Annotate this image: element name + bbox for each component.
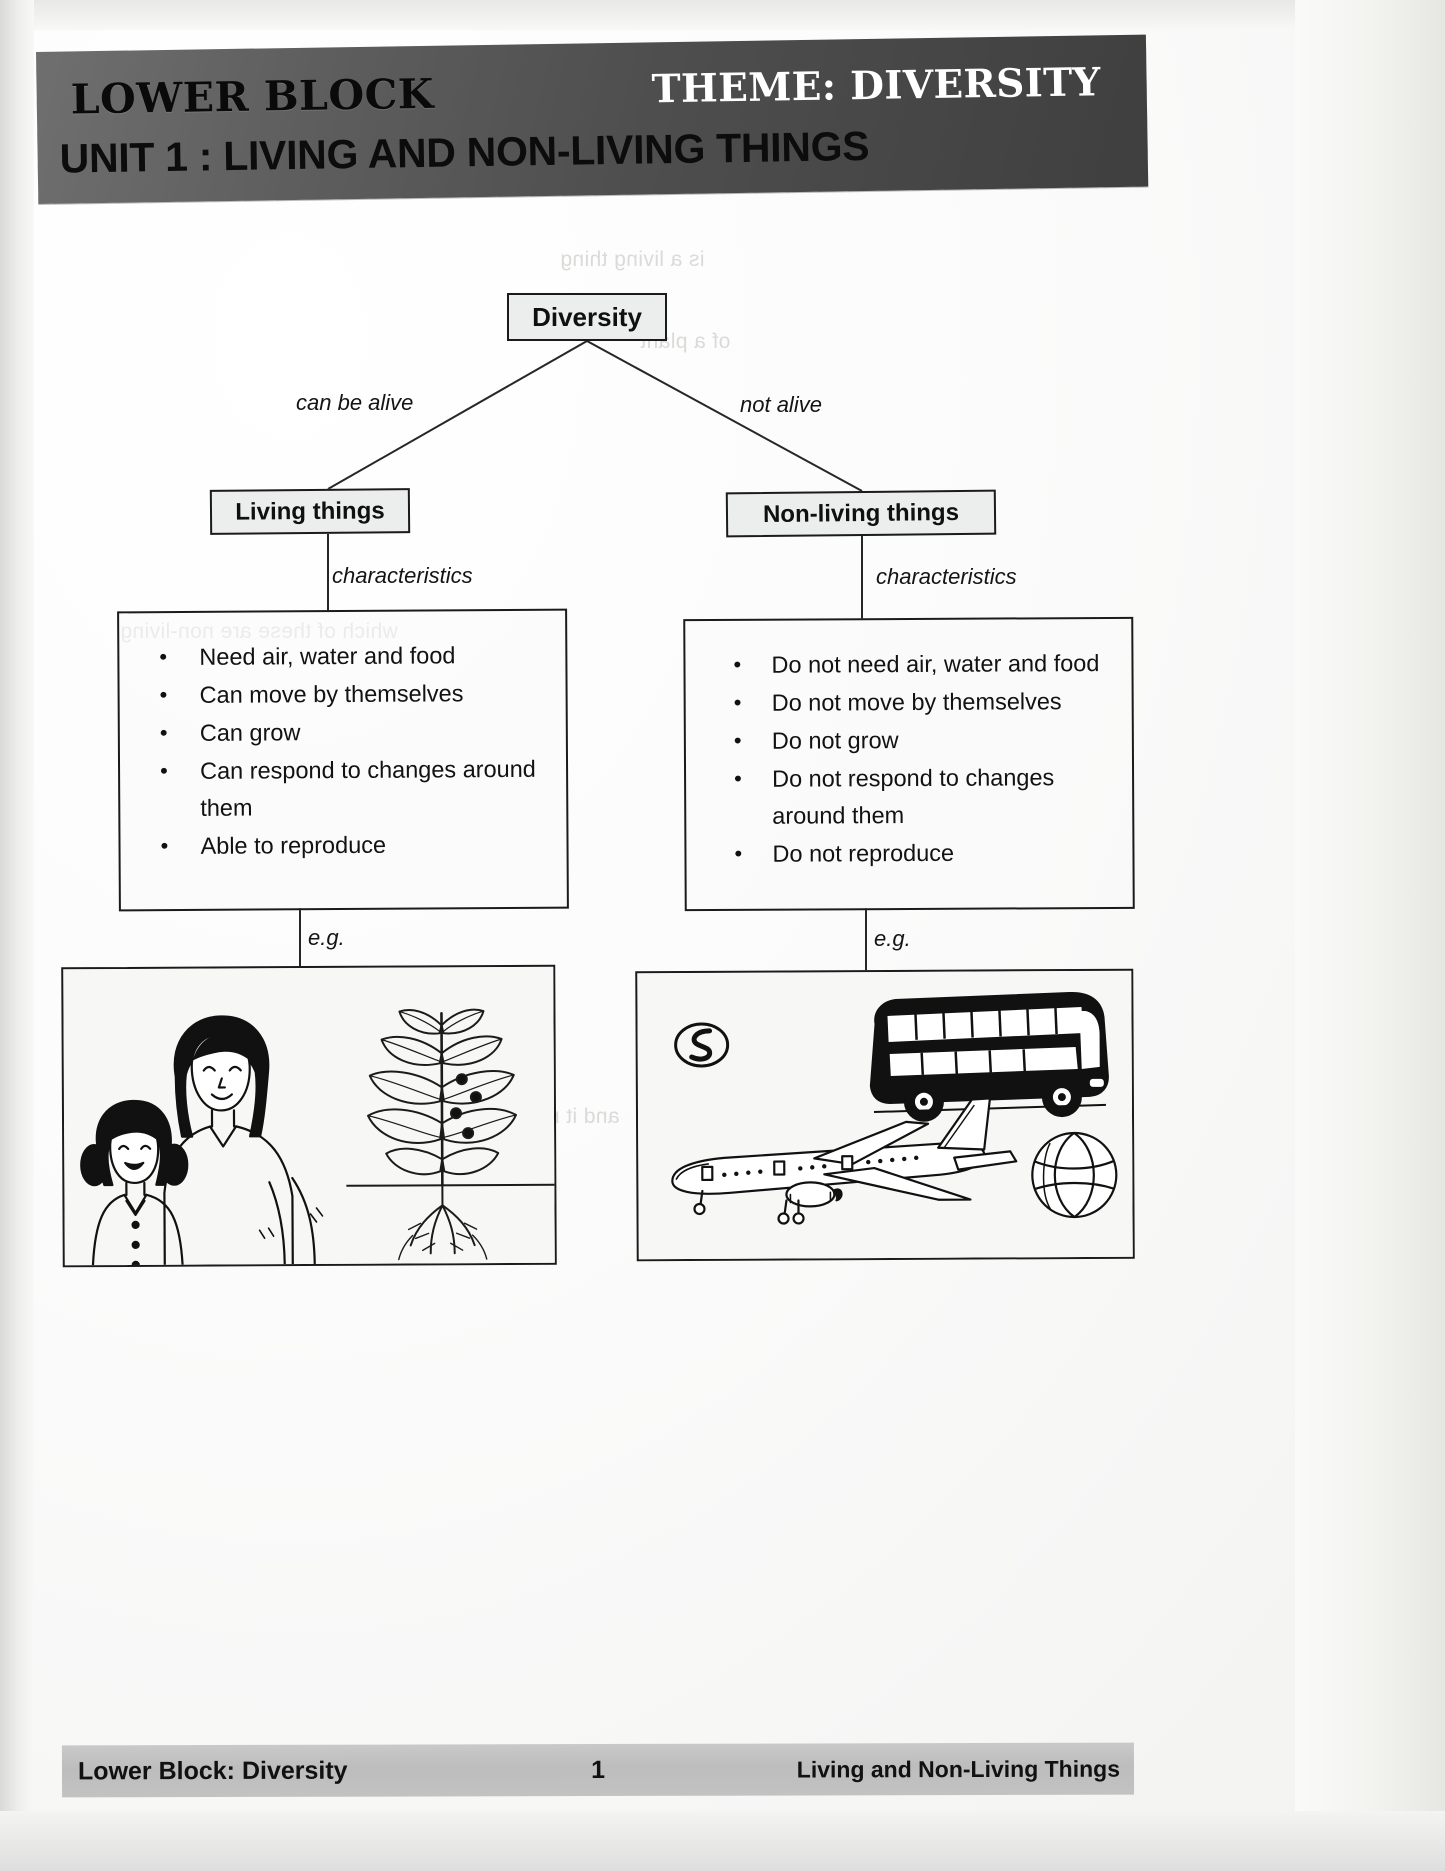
page-edge-top xyxy=(0,0,1445,30)
edge-label-not-alive: not alive xyxy=(740,392,822,417)
edge-label-characteristics-living: characteristics xyxy=(332,563,473,588)
non-living-examples-image-box xyxy=(635,968,1135,1262)
edge-label-characteristics-non-living: characteristics xyxy=(876,564,1017,589)
page-edge-bottom xyxy=(0,1811,1445,1871)
list-item: Can respond to changes around them xyxy=(134,751,552,828)
airplane-illustration xyxy=(671,1097,1018,1225)
list-item: Do not need air, water and food xyxy=(699,645,1117,684)
footer-right-text: Living and Non-Living Things xyxy=(796,1755,1121,1782)
list-item: Do not respond to changes around them xyxy=(700,759,1118,835)
edge-label-can-be-alive: can be alive xyxy=(296,390,414,415)
non-living-examples-illustration xyxy=(637,970,1135,1262)
list-item: Able to reproduce xyxy=(134,826,552,866)
girl-illustration xyxy=(80,1099,189,1268)
list-item: Can move by themselves xyxy=(133,675,551,715)
edge-label-eg-living: e.g. xyxy=(308,925,345,950)
bus-illustration xyxy=(869,992,1109,1122)
node-diversity: Diversity xyxy=(507,293,667,341)
list-item: Do not move by themselves xyxy=(700,683,1118,722)
list-item: Can grow xyxy=(134,713,552,753)
ball-illustration xyxy=(1031,1131,1118,1219)
living-characteristics-box: Need air, water and food Can move by the… xyxy=(117,608,569,912)
node-living-things: Living things xyxy=(209,488,411,535)
page-edge-left xyxy=(0,0,34,1871)
woman-illustration xyxy=(163,1015,324,1268)
page-edge-right xyxy=(1295,0,1445,1871)
plant-illustration xyxy=(366,1008,517,1261)
node-non-living-things: Non-living things xyxy=(725,489,997,538)
logo-emblem-illustration xyxy=(674,1022,730,1068)
non-living-characteristics-list: Do not need air, water and food Do not m… xyxy=(699,645,1118,873)
living-examples-image-box xyxy=(61,964,557,1268)
edge-label-eg-non-living: e.g. xyxy=(874,926,911,951)
list-item: Do not grow xyxy=(700,721,1118,760)
page-footer: Lower Block: Diversity 1 Living and Non-… xyxy=(61,1742,1135,1798)
list-item: Need air, water and food xyxy=(133,637,551,677)
living-examples-illustration xyxy=(63,966,557,1268)
list-item: Do not reproduce xyxy=(700,834,1118,873)
non-living-characteristics-box: Do not need air, water and food Do not m… xyxy=(683,616,1135,912)
living-characteristics-list: Need air, water and food Can move by the… xyxy=(133,637,552,866)
